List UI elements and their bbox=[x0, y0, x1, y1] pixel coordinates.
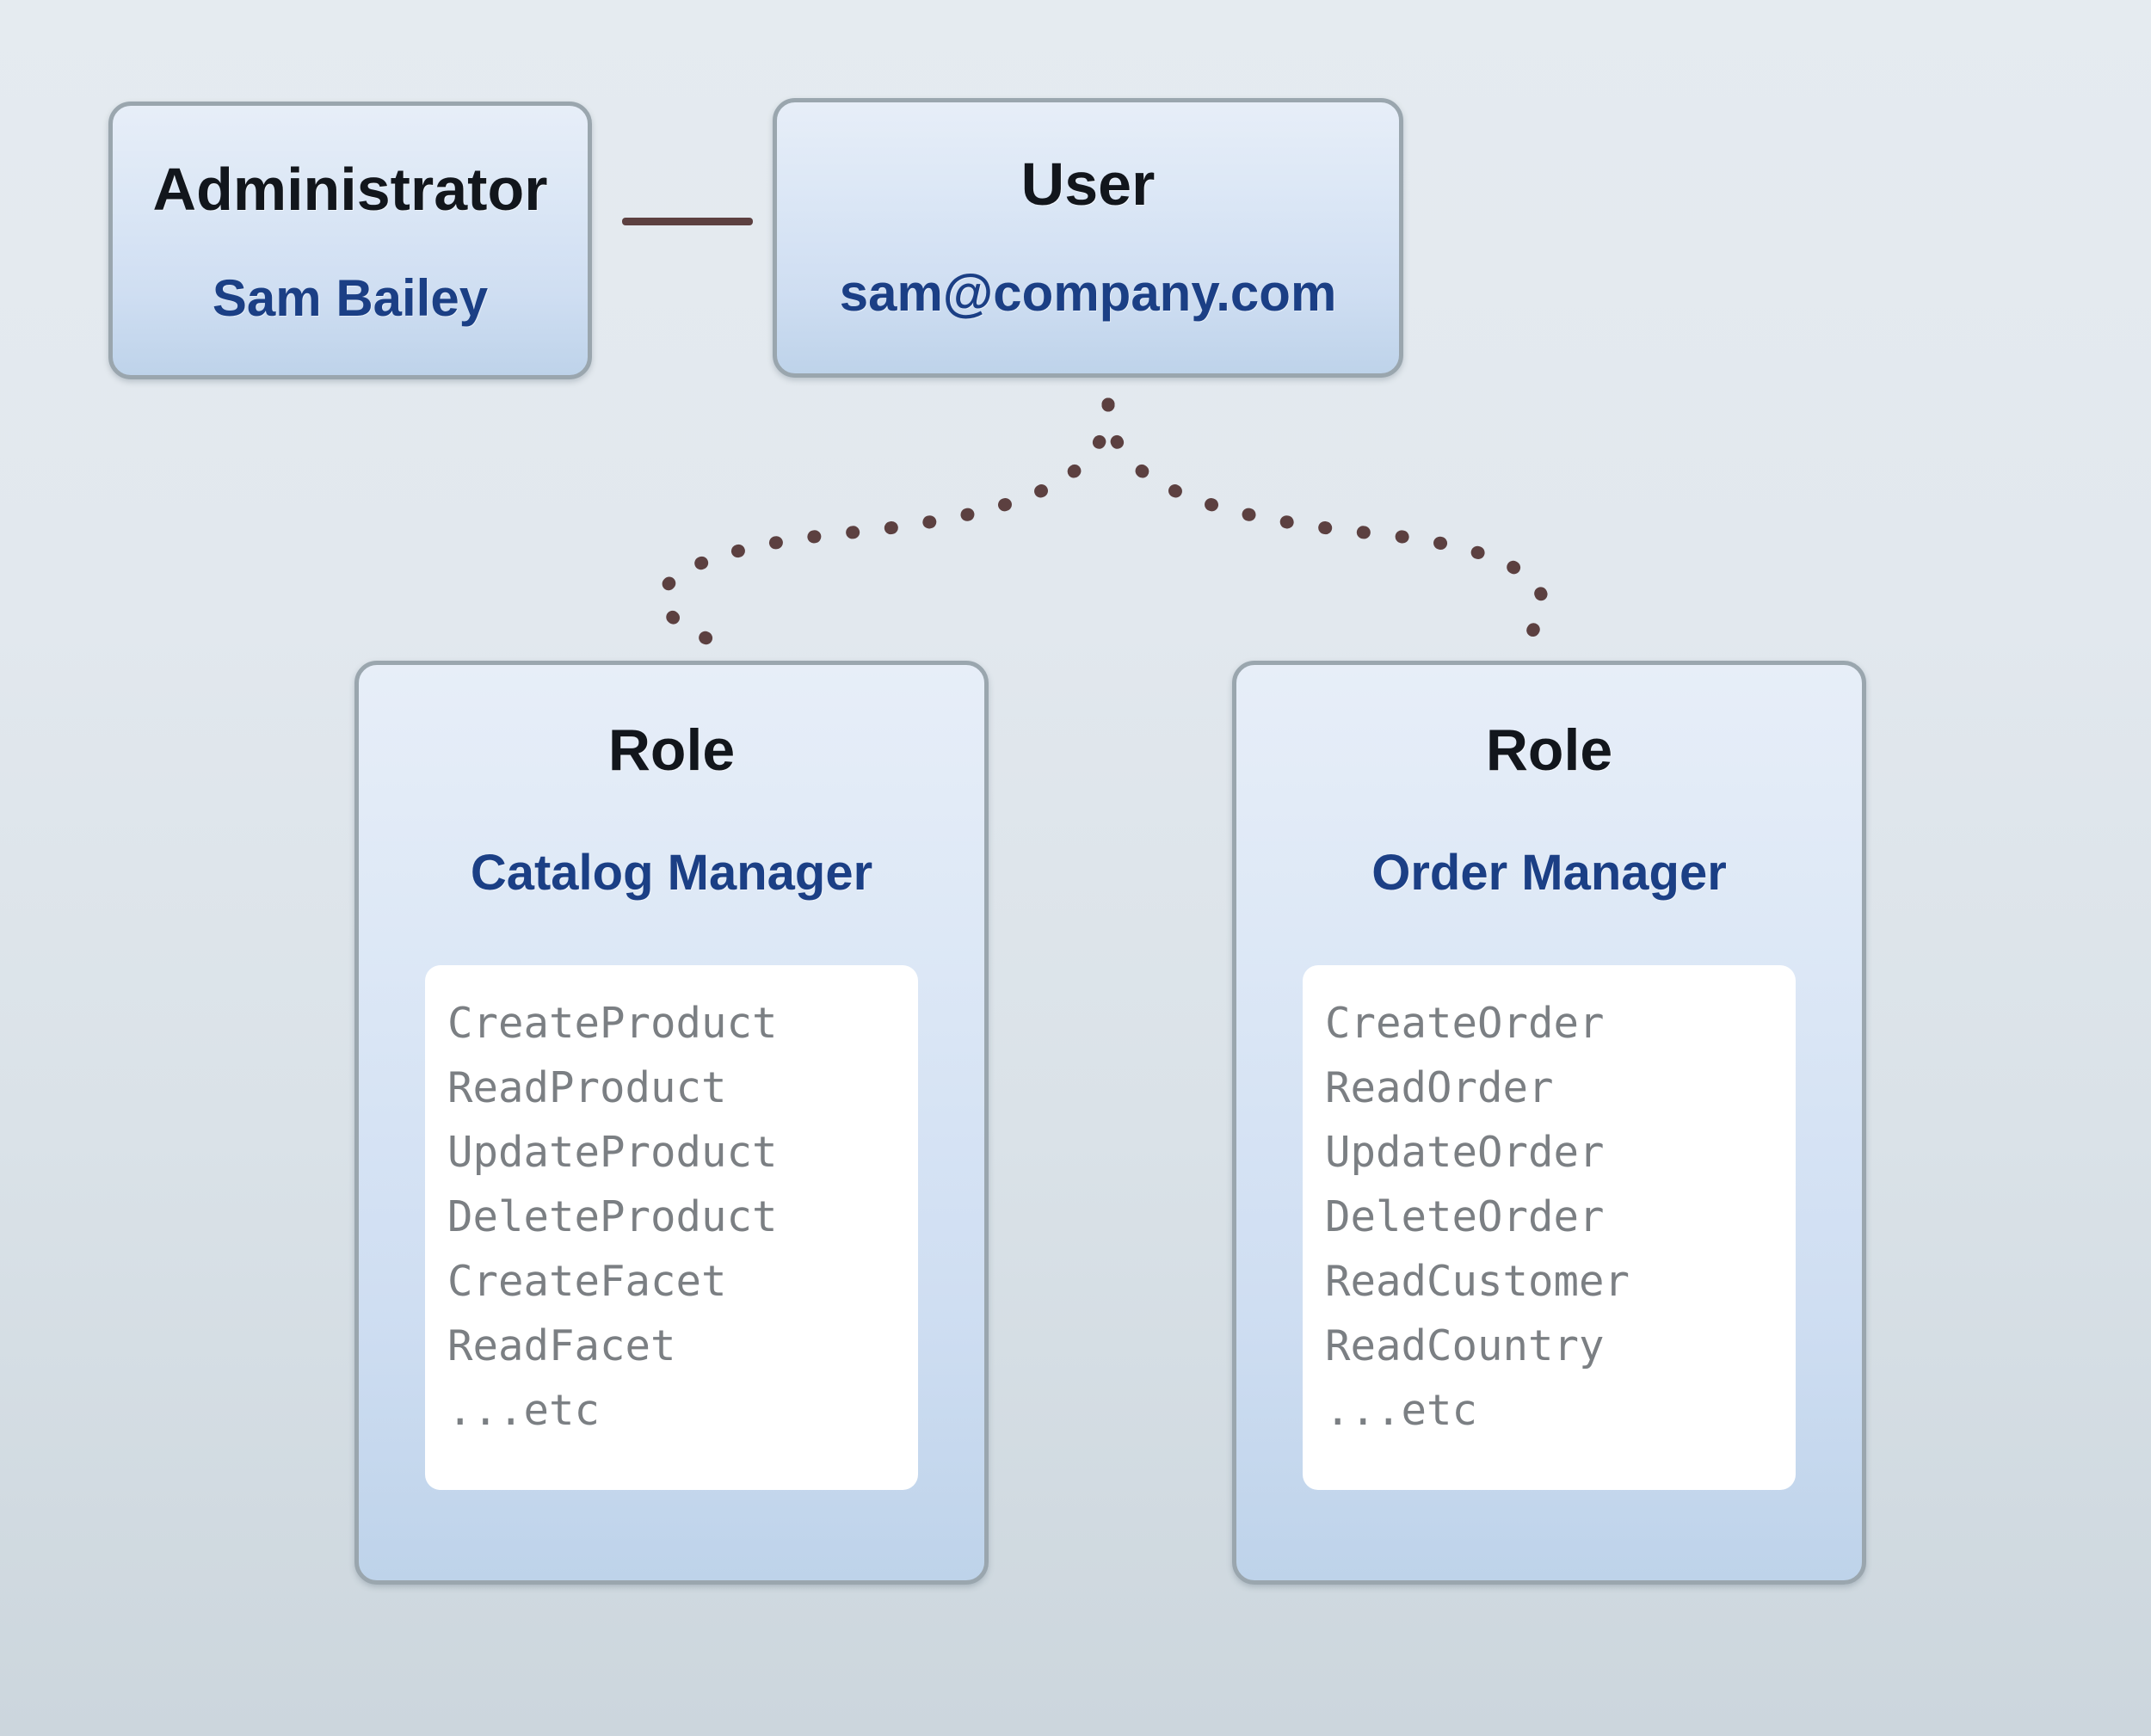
permission-item: DeleteProduct bbox=[447, 1192, 778, 1241]
permission-item: ...etc bbox=[1325, 1386, 1478, 1435]
administrator-type-label: Administrator bbox=[152, 156, 548, 223]
role-type-label-order-manager: Role bbox=[1485, 717, 1613, 783]
administrator-user-association-line bbox=[622, 218, 753, 225]
permission-item: ReadOrder bbox=[1325, 1063, 1554, 1112]
administrator-value-label: Sam Bailey bbox=[212, 269, 489, 327]
connector-user-to-order-manager bbox=[1101, 397, 1550, 648]
permission-item: CreateFacet bbox=[447, 1257, 727, 1306]
administrator-node[interactable]: Administrator Sam Bailey bbox=[108, 102, 592, 379]
role-name-label-catalog-manager: Catalog Manager bbox=[470, 845, 873, 901]
permission-item: ...etc bbox=[447, 1386, 601, 1435]
permission-item: UpdateOrder bbox=[1325, 1128, 1605, 1177]
permission-item: ReadCustomer bbox=[1325, 1257, 1630, 1306]
user-type-label: User bbox=[1020, 151, 1156, 218]
user-node[interactable]: User sam@company.com bbox=[773, 98, 1403, 378]
role-name-label-order-manager: Order Manager bbox=[1371, 845, 1727, 901]
permission-item: CreateOrder bbox=[1325, 999, 1605, 1048]
user-email-label: sam@company.com bbox=[839, 264, 1337, 322]
role-type-label-catalog-manager: Role bbox=[607, 717, 736, 783]
permission-item: ReadCountry bbox=[1325, 1321, 1605, 1370]
permission-item: DeleteOrder bbox=[1325, 1192, 1605, 1241]
permission-item: ReadProduct bbox=[447, 1063, 727, 1112]
connector-user-to-catalog-manager bbox=[656, 397, 1115, 648]
permission-item: ReadFacet bbox=[447, 1321, 676, 1370]
permission-item: UpdateProduct bbox=[447, 1128, 778, 1177]
permission-item: CreateProduct bbox=[447, 999, 778, 1048]
